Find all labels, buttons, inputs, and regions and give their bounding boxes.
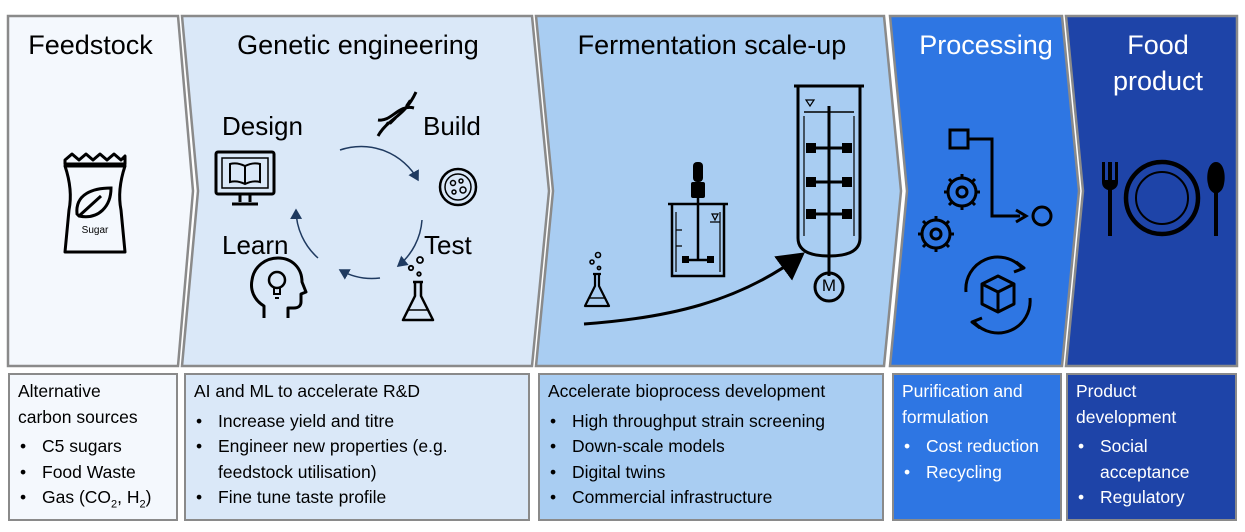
list-item-gas: Gas (CO2, H2) xyxy=(18,485,168,511)
stage-genetic-shape xyxy=(180,14,551,368)
list-item: Down-scale models xyxy=(548,434,874,460)
stage-fermentation-shape xyxy=(534,14,903,368)
stage-title-food: Food product xyxy=(1112,30,1204,96)
motor-label: M xyxy=(821,276,837,295)
list-item: Digital twins xyxy=(548,460,874,486)
desc-heading-fermentation: Accelerate bioprocess development xyxy=(548,381,826,401)
desc-list-food: Social acceptance Regulatory xyxy=(1076,434,1227,511)
desc-box-processing: Purification and formulation Cost reduct… xyxy=(892,373,1062,521)
desc-heading-food: Product development xyxy=(1076,381,1177,427)
gears-icon xyxy=(918,174,980,252)
plate-cutlery-icon xyxy=(1102,159,1225,237)
desc-heading-feedstock: Alternative carbon sources xyxy=(18,381,138,427)
stage-title-fermentation: Fermentation scale-up xyxy=(577,30,847,60)
dna-icon xyxy=(376,91,418,137)
list-item: C5 sugars xyxy=(18,434,168,460)
desc-box-food: Product development Social acceptance Re… xyxy=(1066,373,1237,521)
stage-processing-shape xyxy=(888,14,1081,368)
desc-list-feedstock: C5 sugars Food Waste Gas (CO2, H2) xyxy=(18,434,168,511)
computer-book-icon xyxy=(214,150,276,206)
list-item: Cost reduction xyxy=(902,434,1052,460)
desc-box-genetic: AI and ML to accelerate R&D Increase yie… xyxy=(184,373,530,521)
cycle-label-learn: Learn xyxy=(222,230,289,260)
desc-box-fermentation: Accelerate bioprocess development High t… xyxy=(538,373,884,521)
stage-food-shape xyxy=(1064,14,1239,368)
stage-title-feedstock: Feedstock xyxy=(28,30,153,60)
desc-heading-processing: Purification and formulation xyxy=(902,381,1023,427)
desc-list-processing: Cost reduction Recycling xyxy=(902,434,1052,485)
small-flask-icon xyxy=(583,251,611,308)
stage-title-genetic: Genetic engineering xyxy=(237,30,479,60)
process-flow-icon xyxy=(948,128,1053,227)
stage-chevrons xyxy=(6,14,1239,368)
desc-list-genetic: Increase yield and titre Engineer new pr… xyxy=(194,409,520,511)
bench-bioreactor-icon xyxy=(668,162,728,278)
flask-icon xyxy=(401,256,435,322)
head-lightbulb-icon xyxy=(250,256,308,318)
sugar-bag-icon xyxy=(63,152,127,254)
stage-feedstock-shape xyxy=(6,14,195,368)
list-item: Commercial infrastructure xyxy=(548,485,874,511)
recycle-box-icon xyxy=(964,255,1032,335)
list-item: Regulatory xyxy=(1076,485,1227,511)
list-item: Food Waste xyxy=(18,460,168,486)
desc-heading-genetic: AI and ML to accelerate R&D xyxy=(194,381,420,401)
list-item: Increase yield and titre xyxy=(194,409,520,435)
cycle-label-build: Build xyxy=(423,111,481,141)
desc-list-fermentation: High throughput strain screening Down-sc… xyxy=(548,409,874,511)
stage-title-processing: Processing xyxy=(919,30,1053,60)
cycle-label-design: Design xyxy=(222,111,303,141)
list-item: Recycling xyxy=(902,460,1052,486)
list-item: Engineer new properties (e.g. feedstock … xyxy=(194,434,520,485)
dbtl-cycle-arrows xyxy=(290,145,423,280)
industrial-fermenter-icon xyxy=(794,84,864,303)
desc-box-feedstock: Alternative carbon sources C5 sugars Foo… xyxy=(8,373,178,521)
list-item: Social acceptance xyxy=(1076,434,1227,485)
list-item: High throughput strain screening xyxy=(548,409,874,435)
scale-up-arrow xyxy=(583,252,805,326)
sugar-bag-label: Sugar xyxy=(81,225,109,236)
cycle-label-test: Test xyxy=(424,230,472,260)
petri-dish-icon xyxy=(438,167,478,207)
list-item: Fine tune taste profile xyxy=(194,485,520,511)
